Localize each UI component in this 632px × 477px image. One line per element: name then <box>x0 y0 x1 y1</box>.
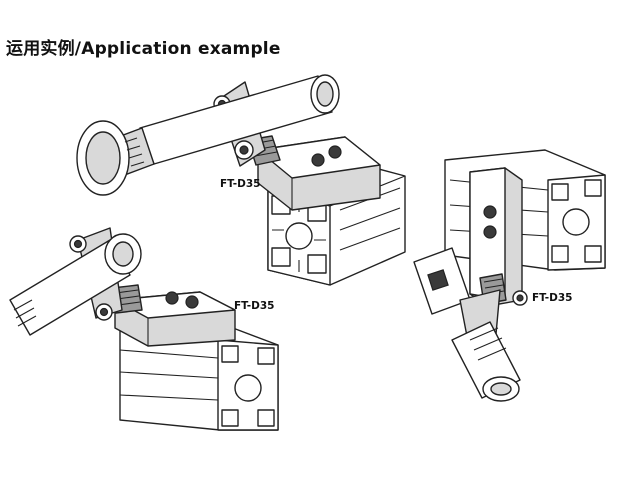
mounting-clamp-icon <box>111 284 236 347</box>
mounting-clamp-icon <box>469 167 528 307</box>
page-title: 运用实例/Application example <box>6 39 281 59</box>
right-assembly <box>413 149 606 402</box>
model-label-top: FT-D35 <box>220 178 261 190</box>
sensor-cylinder-icon <box>76 74 340 196</box>
model-label-left: FT-D35 <box>234 300 275 312</box>
aluminum-profile-icon <box>444 149 606 271</box>
top-assembly <box>76 74 406 286</box>
aluminum-profile-icon <box>119 324 279 431</box>
model-label-right: FT-D35 <box>532 292 573 304</box>
sensor-cylinder-icon <box>451 321 521 402</box>
sensor-cylinder-icon <box>9 233 142 336</box>
left-assembly <box>9 227 279 431</box>
mounting-clamp-icon <box>247 135 381 211</box>
